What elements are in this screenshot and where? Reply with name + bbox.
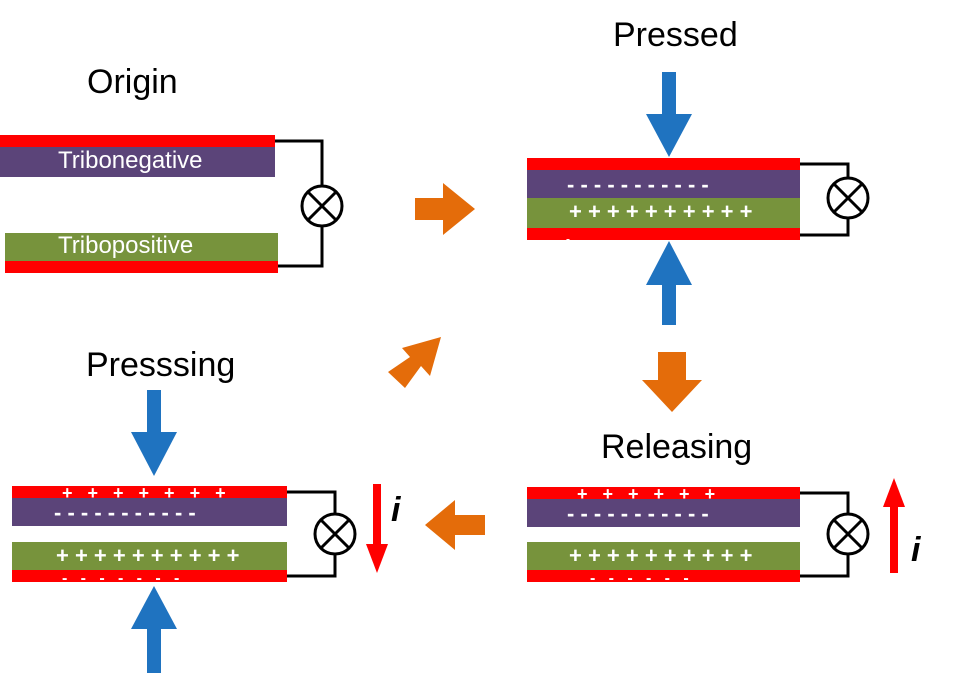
- origin-tribonegative-layer: [0, 147, 275, 177]
- origin-tribonegative-label: Tribonegative: [58, 147, 203, 174]
- origin-tribopositive-layer: [5, 233, 278, 261]
- pressing-top-electrode: [12, 486, 287, 498]
- releasing-tribonegative-layer: [527, 499, 800, 527]
- process-arrow-icon: [388, 337, 441, 388]
- pressing-positive-charges: + + + + + + + + + +: [56, 543, 240, 568]
- releasing-positive-charges: + + + + + + + + + +: [569, 543, 753, 568]
- origin-tribopositive-label: Tribopositive: [58, 232, 193, 259]
- releasing-title: Releasing: [601, 428, 752, 466]
- pressed-negative-charges: - - - - - - - - - - -: [567, 172, 709, 197]
- lamp-meter-icon: [826, 512, 870, 556]
- pressed-top-electrode: [527, 158, 800, 170]
- releasing-tribopositive-layer: [527, 542, 800, 570]
- origin-title: Origin: [87, 63, 178, 101]
- pressed-title: Pressed: [613, 16, 738, 54]
- releasing-current-label: i: [911, 531, 922, 569]
- pressing-title: Presssing: [86, 346, 235, 384]
- current-arrow-icon: [366, 484, 388, 573]
- pressing-tribopositive-layer: [12, 542, 287, 570]
- process-arrow-icon: [425, 500, 485, 550]
- press-arrow-icon: [646, 241, 692, 325]
- lamp-meter-icon: [313, 512, 357, 556]
- pressed-stage: Pressed - - - - - - - - - - - + + + + + …: [527, 16, 870, 325]
- pressing-tribonegative-layer: [12, 498, 287, 526]
- pressing-bottom-electrode: [12, 570, 287, 582]
- pressed-bottom-electrode-charges: -: [566, 232, 570, 246]
- press-arrow-icon: [131, 586, 177, 673]
- origin-bottom-electrode: [5, 261, 278, 273]
- pressing-negative-charges: - - - - - - - - - - -: [54, 500, 196, 525]
- releasing-bottom-electrode: [527, 570, 800, 582]
- lamp-meter-icon: [300, 184, 344, 228]
- pressed-bottom-electrode: [527, 228, 800, 240]
- pressing-bottom-electrode-charges: - - - - - - -: [62, 570, 179, 587]
- releasing-negative-charges: - - - - - - - - - - -: [567, 501, 709, 526]
- current-arrow-icon: [883, 478, 905, 573]
- pressing-current-label: i: [391, 491, 402, 529]
- process-arrow-icon: [642, 352, 702, 412]
- origin-top-electrode: [0, 135, 275, 147]
- releasing-bottom-electrode-charges: - - - - - -: [590, 570, 689, 587]
- process-arrow-icon: [415, 183, 475, 235]
- releasing-stage: Releasing + + + + + + - - - - - - - - - …: [527, 428, 922, 587]
- origin-stage: Origin Tribonegative Tribopositive: [0, 63, 344, 273]
- pressing-stage: Presssing + + + + + + + - - - - - - - - …: [12, 346, 402, 673]
- releasing-top-electrode: [527, 487, 800, 499]
- pressed-tribopositive-layer: [527, 198, 800, 228]
- lamp-meter-icon: [826, 176, 870, 220]
- pressed-positive-charges: + + + + + + + + + +: [569, 199, 753, 224]
- press-arrow-icon: [646, 72, 692, 157]
- pressed-tribonegative-layer: [527, 170, 800, 198]
- press-arrow-icon: [131, 390, 177, 476]
